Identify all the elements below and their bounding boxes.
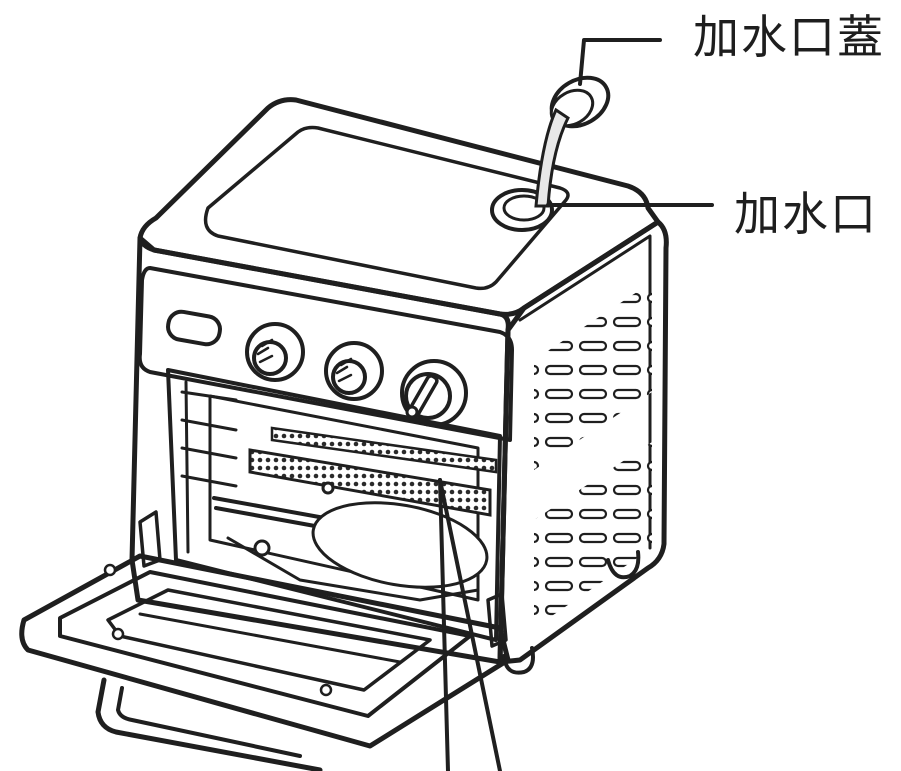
knob-left[interactable] xyxy=(245,322,305,382)
water-stream xyxy=(534,107,570,208)
knob-middle[interactable] xyxy=(324,341,384,401)
brand-badge xyxy=(166,309,222,347)
water-inlet-label: 加水口 xyxy=(734,187,878,241)
water-cap-label: 加水口蓋 xyxy=(693,10,885,64)
side-vents xyxy=(534,282,652,628)
oven-body xyxy=(129,97,669,675)
oven-door[interactable] xyxy=(19,510,511,771)
leader-lines xyxy=(438,38,714,771)
knob-right[interactable] xyxy=(400,359,468,427)
